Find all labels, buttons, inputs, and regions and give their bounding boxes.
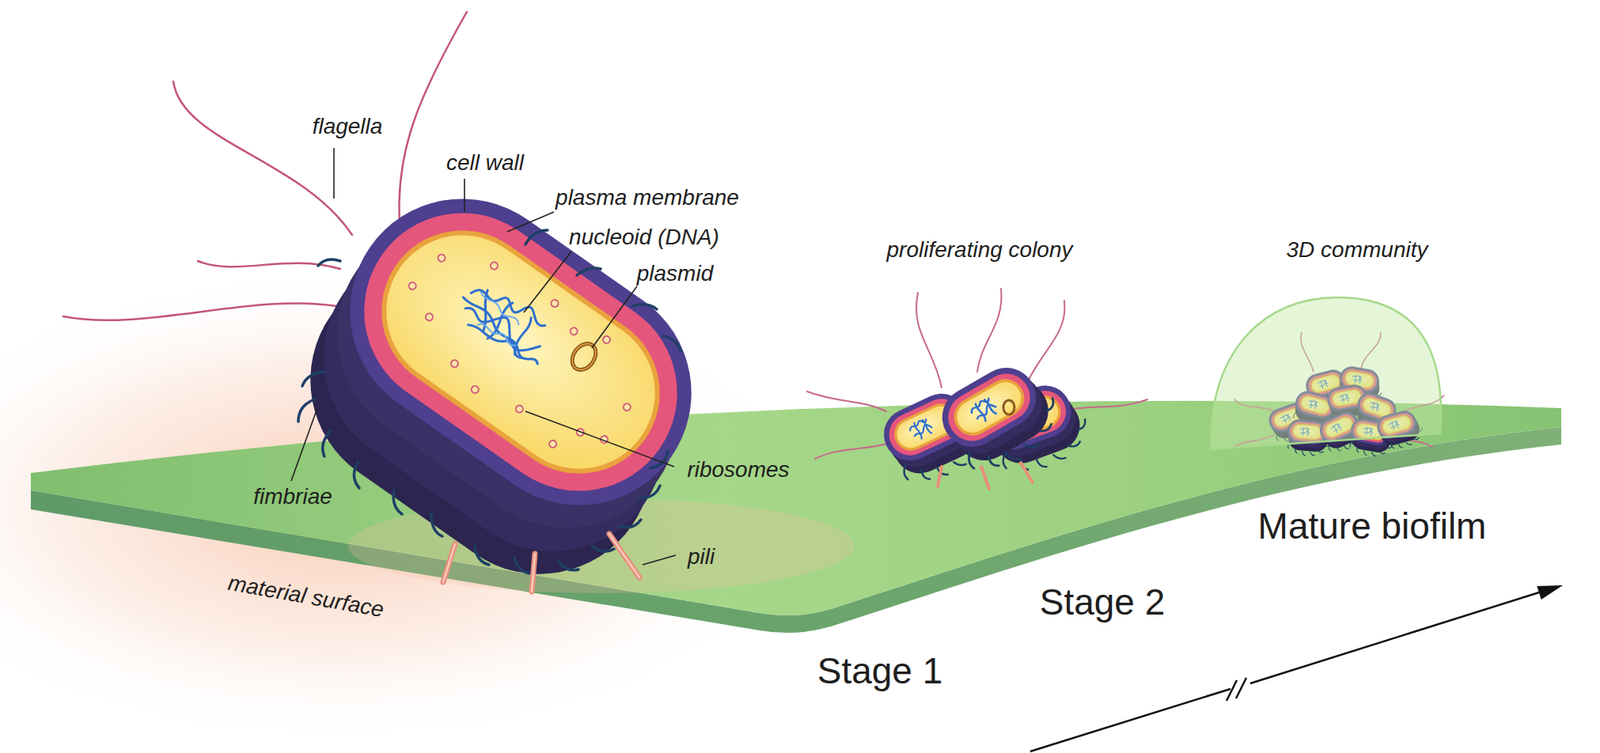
part-label: cell wall <box>446 150 524 176</box>
stage-caption: 3D community <box>1286 237 1429 263</box>
part-label: fimbriae <box>253 484 333 510</box>
part-label: flagella <box>312 113 383 140</box>
stage-caption: proliferating colony <box>886 237 1073 263</box>
stage-title: Stage 1 <box>817 650 944 693</box>
surface-label: material surface <box>226 570 387 623</box>
stage-title: Mature biofilm <box>1258 505 1487 548</box>
stage-title: Stage 2 <box>1039 581 1166 624</box>
part-label: ribosomes <box>686 457 789 483</box>
part-label: pili <box>687 544 715 570</box>
part-label: plasma membrane <box>555 185 740 211</box>
part-label: plasmid <box>636 261 713 287</box>
part-label: nucleoid (DNA) <box>568 224 720 251</box>
